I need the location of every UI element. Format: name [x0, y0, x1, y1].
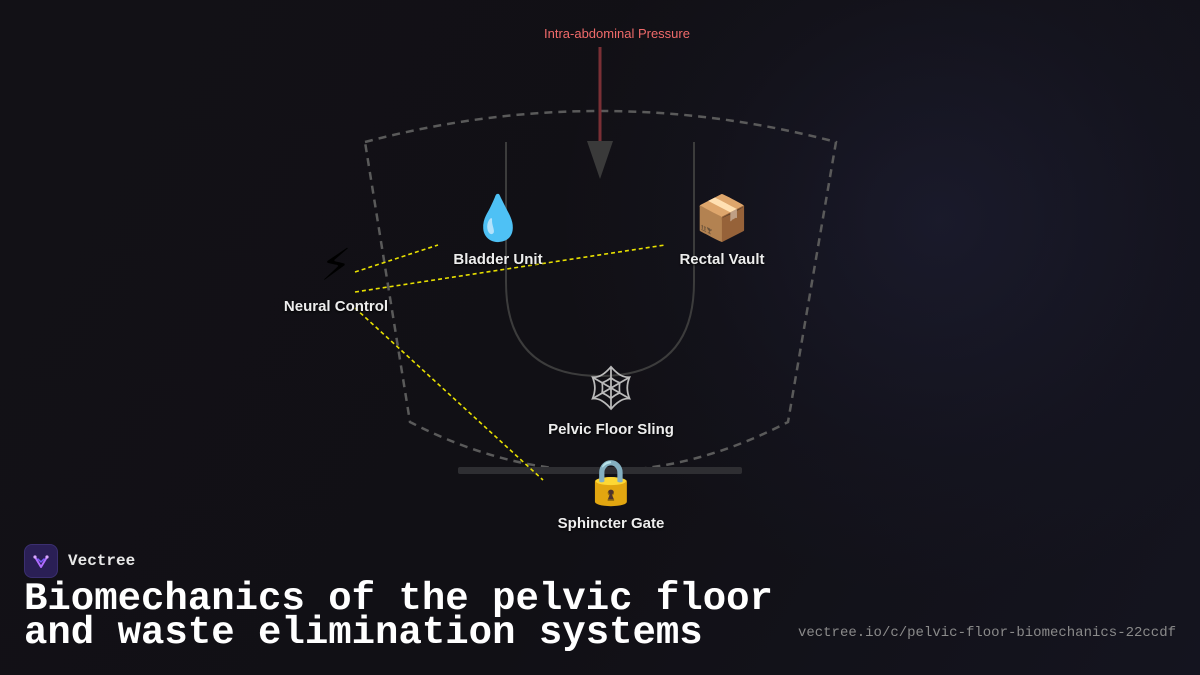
- neural-link-rectal: [354, 244, 666, 293]
- neural-link-sphincter: [354, 307, 544, 481]
- package-icon: 📦: [694, 193, 750, 244]
- pelvic-floor-bar: [458, 467, 742, 474]
- lock-icon: 🔒: [583, 457, 639, 508]
- brand[interactable]: Vectree: [24, 544, 135, 578]
- droplet-icon: 💧: [470, 193, 526, 244]
- web-icon: 🕸: [583, 363, 639, 414]
- vectree-logo-icon: [24, 544, 58, 578]
- node-rectal-vault: 📦 Rectal Vault: [679, 193, 764, 268]
- title-line-2: and waste elimination systems: [24, 611, 703, 655]
- rectal-vault-label: Rectal Vault: [679, 251, 765, 268]
- node-sphincter-gate: 🔒 Sphincter Gate: [558, 457, 665, 532]
- node-neural-control: ⚡ Neural Control: [284, 240, 388, 315]
- neural-control-label: Neural Control: [283, 298, 389, 315]
- brand-name: Vectree: [68, 552, 136, 570]
- pelvic-floor-sling-label: Pelvic Floor Sling: [548, 421, 674, 438]
- sphincter-gate-label: Sphincter Gate: [557, 515, 665, 532]
- bladder-unit-label: Bladder Unit: [453, 251, 543, 268]
- organ-cup-outline: [505, 142, 695, 378]
- node-pelvic-floor-sling: 🕸 Pelvic Floor Sling: [548, 363, 674, 438]
- neural-link-bladder: [354, 244, 439, 273]
- title-line-1: Biomechanics of the pelvic floor: [24, 577, 773, 621]
- lightning-icon: ⚡: [320, 240, 352, 291]
- pressure-arrow-head: [587, 141, 613, 179]
- page-title: Biomechanics of the pelvic floor and was…: [24, 577, 773, 655]
- node-bladder-unit: 💧 Bladder Unit: [453, 193, 542, 268]
- pressure-label: Intra-abdominal Pressure: [544, 26, 690, 41]
- pelvic-cavity-outline: [363, 109, 838, 473]
- source-url-link[interactable]: vectree.io/c/pelvic-floor-biomechanics-2…: [797, 625, 1176, 641]
